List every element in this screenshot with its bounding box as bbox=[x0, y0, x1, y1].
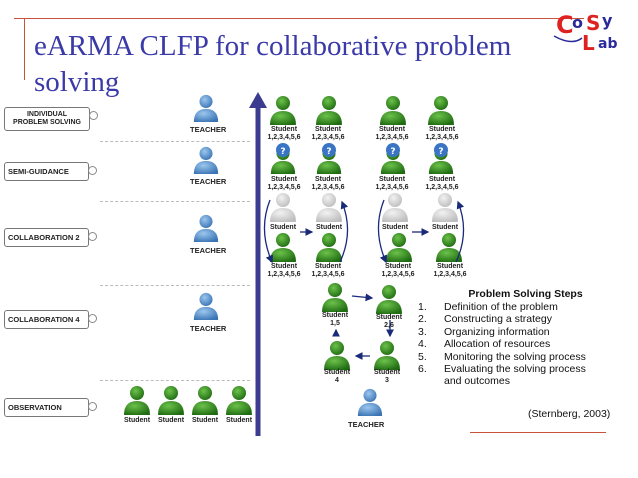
separator bbox=[100, 201, 250, 202]
student-icon bbox=[322, 283, 348, 312]
student-icon bbox=[192, 386, 218, 415]
student-label: Student bbox=[269, 224, 297, 231]
problem-solving-steps: Problem Solving Steps 1.Definition of th… bbox=[418, 288, 633, 388]
student-ghost-icon bbox=[432, 193, 458, 222]
top-accent-line bbox=[14, 18, 584, 19]
left-accent-line bbox=[24, 18, 25, 80]
teacher-icon bbox=[193, 94, 219, 122]
student-icon bbox=[270, 233, 296, 262]
teacher-label: TEACHER bbox=[190, 324, 227, 333]
student-icon bbox=[324, 341, 350, 370]
axis-arrow-head bbox=[249, 92, 267, 108]
student-ghost-icon bbox=[382, 193, 408, 222]
slide-title: eARMA CLFP for collaborative problem sol… bbox=[34, 30, 512, 98]
student-icon bbox=[376, 285, 402, 314]
student-icon bbox=[316, 233, 342, 262]
student-icon bbox=[124, 386, 150, 415]
teacher-label: TEACHER bbox=[190, 125, 227, 134]
level-label-line2: PROBLEM SOLVING bbox=[13, 119, 81, 126]
question-icon bbox=[276, 143, 448, 157]
svg-text:y: y bbox=[602, 11, 613, 30]
student-icon bbox=[380, 96, 406, 125]
teacher-icon bbox=[193, 214, 219, 242]
steps-title: Problem Solving Steps bbox=[468, 288, 583, 300]
svg-text:ab: ab bbox=[598, 36, 617, 52]
step-item: 2.Constructing a strategy bbox=[418, 313, 552, 326]
svg-text:C: C bbox=[556, 11, 574, 39]
student-ghost-icon bbox=[316, 193, 342, 222]
svg-text:L: L bbox=[582, 31, 595, 52]
teacher-icon bbox=[193, 146, 219, 174]
level-label-semi-guidance: SEMI-GUIDANCE bbox=[4, 162, 97, 181]
level-label-line1: INDIVIDUAL bbox=[26, 111, 68, 118]
student-icon bbox=[316, 96, 342, 125]
svg-text:?: ? bbox=[280, 147, 285, 157]
student-icon bbox=[374, 341, 400, 370]
citation-underline bbox=[470, 432, 606, 433]
teacher-label: TEACHER bbox=[348, 420, 385, 429]
student-label: Student bbox=[315, 224, 343, 231]
student-label: Student bbox=[191, 417, 219, 424]
step-item: 3.Organizing information bbox=[418, 325, 550, 338]
student-icon bbox=[158, 386, 184, 415]
student-ghost-icon bbox=[270, 193, 296, 222]
teacher-label: TEACHER bbox=[190, 246, 227, 255]
step-item: 1.Definition of the problem bbox=[418, 301, 558, 313]
exchange-arrows bbox=[263, 199, 465, 264]
cosy-lab-logo: C o S y L ab bbox=[552, 6, 636, 55]
step-item: 5.Monitoring the solving process bbox=[418, 350, 586, 363]
student-label: Student bbox=[157, 417, 185, 424]
level-label-individual: INDIVIDUAL PROBLEM SOLVING bbox=[4, 107, 98, 131]
teacher-icon bbox=[193, 292, 219, 320]
step-item: 6.Evaluating the solving process bbox=[418, 363, 586, 376]
step-item: and outcomes bbox=[444, 375, 510, 388]
separator bbox=[100, 285, 250, 286]
level-label-collaboration-4: COLLABORATION 4 bbox=[4, 310, 97, 329]
separator bbox=[100, 380, 250, 381]
svg-text:?: ? bbox=[326, 147, 331, 157]
collab4-arrows bbox=[332, 293, 394, 360]
svg-text:?: ? bbox=[390, 147, 395, 157]
student-icon bbox=[270, 96, 296, 125]
student-label: Student bbox=[225, 417, 253, 424]
svg-text:S: S bbox=[586, 11, 600, 35]
logo-graphic: C o S y L ab bbox=[553, 11, 617, 55]
svg-text:?: ? bbox=[438, 147, 443, 157]
teacher-label: TEACHER bbox=[190, 177, 227, 186]
citation: (Sternberg, 2003) bbox=[528, 408, 611, 420]
question-mark-icon: ???? bbox=[280, 147, 443, 157]
level-label-observation: OBSERVATION bbox=[4, 398, 97, 417]
student-icon bbox=[428, 96, 454, 125]
steps-list: 1.Definition of the problem 2.Constructi… bbox=[418, 301, 633, 388]
level-label-collaboration-2: COLLABORATION 2 bbox=[4, 228, 97, 247]
student-label: Student bbox=[123, 417, 151, 424]
student-label: Student bbox=[431, 224, 459, 231]
svg-text:o: o bbox=[572, 13, 583, 32]
student-icon bbox=[226, 386, 252, 415]
step-item: 4.Allocation of resources bbox=[418, 338, 551, 351]
separator bbox=[100, 141, 250, 142]
teacher-icon bbox=[357, 388, 383, 416]
student-icon bbox=[386, 233, 412, 262]
student-label: Student bbox=[381, 224, 409, 231]
